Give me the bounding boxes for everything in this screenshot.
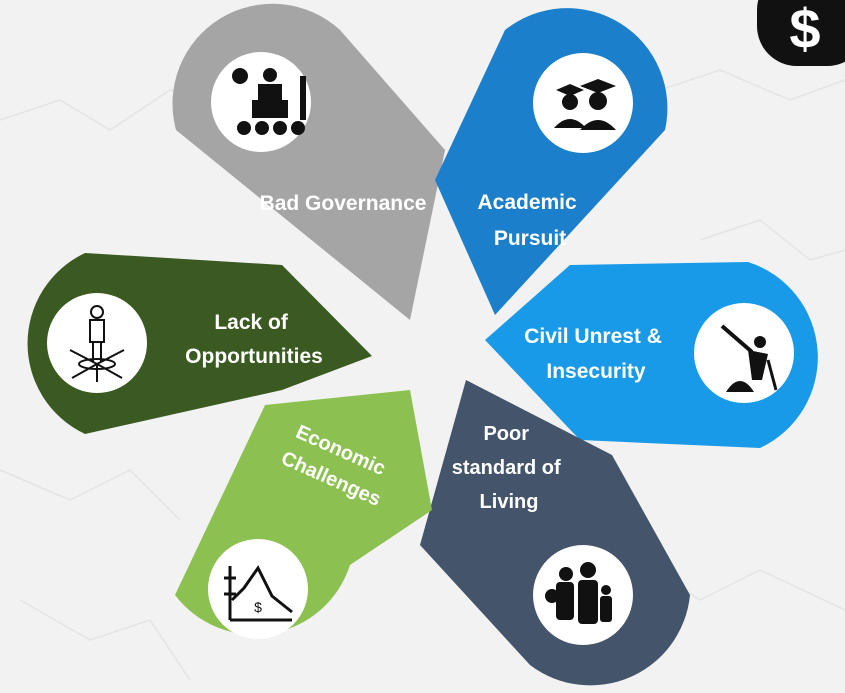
dollar-sign-icon: $ xyxy=(789,0,820,60)
corner-dollar-badge: $ xyxy=(757,0,845,66)
petal-label-academic-pursuit: Academic Pursuit xyxy=(477,191,582,250)
petal-label-bad-governance: Bad Governance xyxy=(260,192,427,215)
armed-militant-icon xyxy=(720,324,778,392)
petal-label-poor-living: Poor standard of Living xyxy=(452,423,566,513)
petal-poor-living: Poor standard of Living xyxy=(420,380,690,686)
petal-label-civil-unrest: Civil Unrest & Insecurity xyxy=(524,325,668,383)
petal-label-lack-opportunities: Lack of Opportunities xyxy=(185,311,323,368)
petal-civil-unrest: Civil Unrest & Insecurity xyxy=(485,262,818,448)
svg-text:$: $ xyxy=(254,599,262,615)
person-arrows-icon xyxy=(69,305,125,382)
petal-bad-governance: Bad Governance xyxy=(172,3,446,320)
petal-economic-challenges: $ Economic Challenges xyxy=(175,390,432,639)
politician-podium-icon xyxy=(232,68,306,135)
petal-lack-opportunities: Lack of Opportunities xyxy=(27,253,372,434)
falling-chart-dollar-icon: $ xyxy=(224,565,293,622)
poor-family-icon xyxy=(545,562,612,624)
graduates-icon xyxy=(554,79,616,130)
petal-academic-pursuit: Academic Pursuit xyxy=(435,8,668,315)
